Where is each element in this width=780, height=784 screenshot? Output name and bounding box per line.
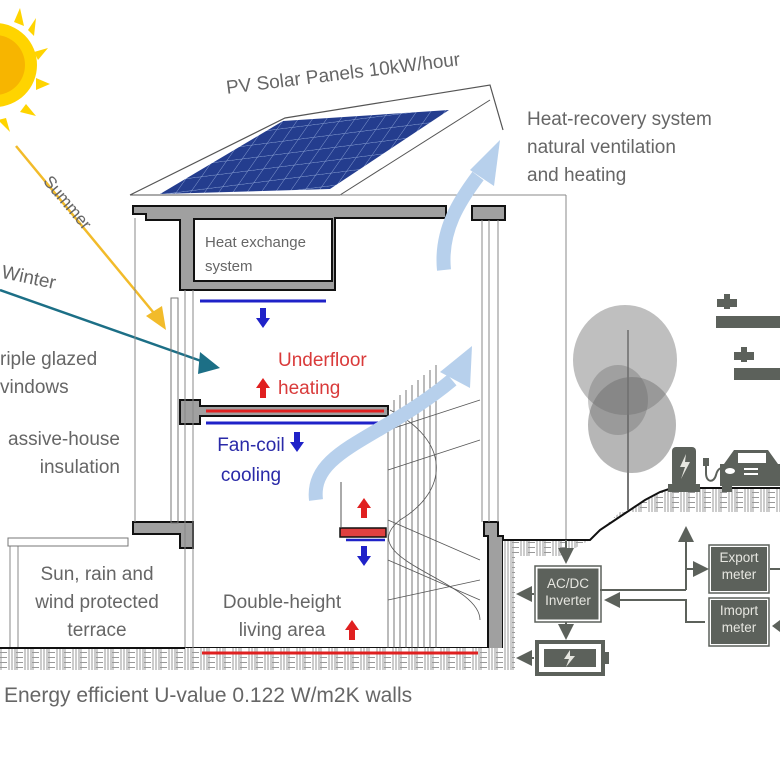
export-meter-box — [711, 547, 767, 591]
summer-ray — [15, 145, 159, 319]
terrace-label: Sun, rain and wind protected terrace — [35, 564, 159, 641]
walls-caption: Energy efficient U-value 0.122 W/m2K wal… — [4, 684, 413, 707]
summer-ray-arrowhead — [146, 306, 166, 330]
living-area-label: Double-height living area — [222, 592, 342, 641]
spiral-staircase — [387, 365, 481, 648]
underfloor-heating-label: Underfloor heating — [278, 350, 367, 399]
triple-glazed-window — [170, 297, 179, 524]
energy-connectors — [516, 526, 780, 666]
heat-recovery-label: Heat-recovery system natural ventilation… — [527, 109, 712, 186]
winter-ray — [0, 288, 205, 364]
import-meter-label: Imoprt meter — [719, 603, 759, 635]
import-meter-box — [711, 600, 767, 644]
terrace-canopy — [7, 537, 129, 547]
roof-outline — [129, 84, 504, 196]
winter-ray-arrowhead — [198, 352, 220, 374]
sun-icon — [0, 8, 50, 132]
fan-coil-cooling-label: Fan-coil cooling — [217, 435, 285, 486]
airflow-arrow-upper — [436, 171, 484, 271]
heat-exchange-room — [193, 218, 333, 282]
car-icon — [720, 450, 780, 492]
cooling-arrow-icon — [256, 308, 270, 328]
tree-icon — [573, 305, 677, 510]
passive-house-insulation-label: assive-house insulation — [8, 429, 120, 478]
heating-arrow-icon — [256, 378, 270, 398]
ground-foundation — [0, 648, 510, 670]
heat-exchange-label: Heat exchange system — [205, 234, 306, 275]
triple-glazed-windows-label: riple glazed vindows — [0, 349, 98, 398]
ground-terrain — [503, 488, 780, 670]
heating-arrow-icon — [357, 498, 371, 518]
heating-arrow-icon — [345, 620, 359, 640]
inverter-label: AC/DC Inverter — [545, 576, 591, 608]
power-line-icon — [716, 294, 780, 380]
fan-coil-unit — [339, 527, 387, 538]
cooling-arrow-icon — [357, 546, 371, 566]
ev-charger-icon — [668, 447, 729, 492]
battery-icon — [535, 640, 609, 676]
inverter-box — [536, 567, 600, 621]
airflow-arrow-lower — [308, 374, 457, 501]
cooling-arrow-icon — [290, 432, 304, 452]
pv-solar-panel — [160, 110, 449, 194]
export-meter-label: Export meter — [719, 550, 759, 582]
